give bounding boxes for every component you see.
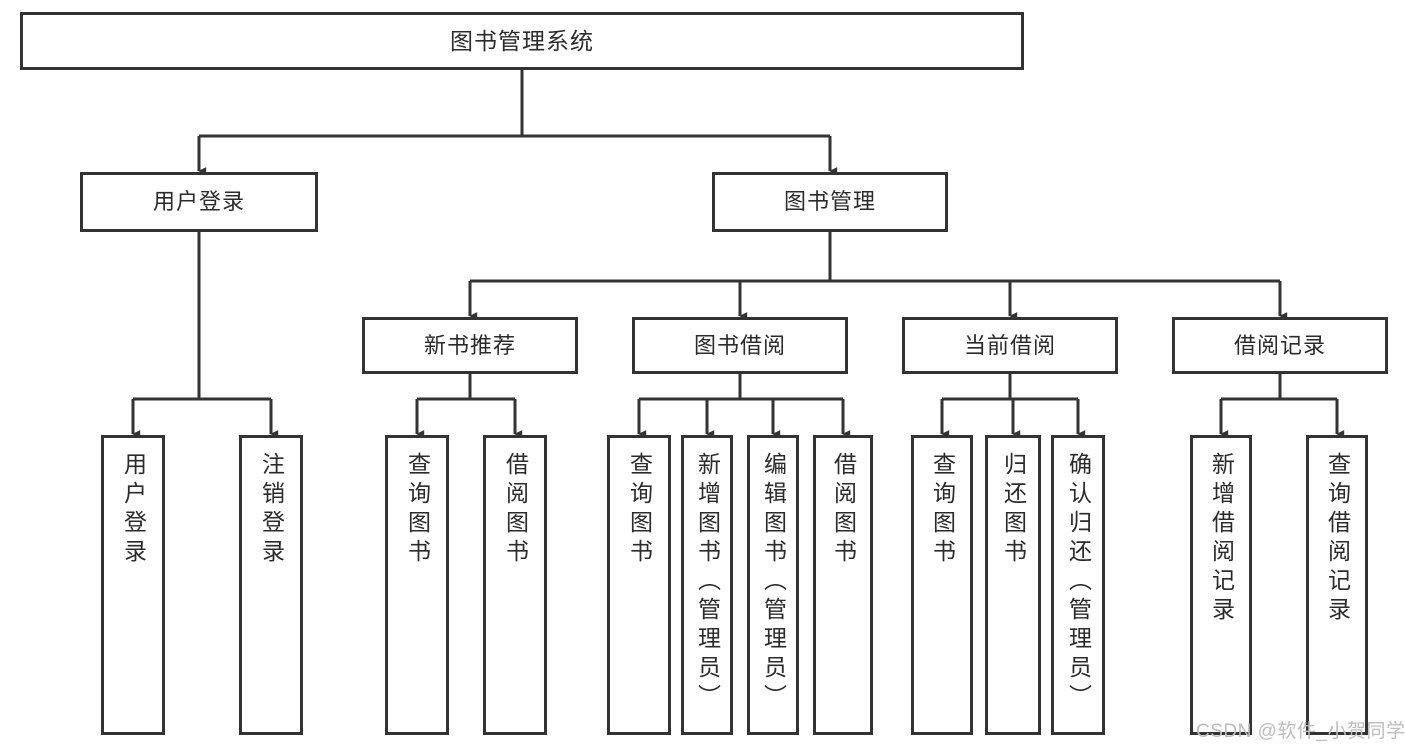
leaf-user-login-label: 用户登录 [120, 452, 147, 568]
leaf-add-record-label: 新增借阅记录 [1208, 452, 1235, 626]
node-root-label: 图书管理系统 [450, 27, 594, 54]
node-book-manage-label: 图书管理 [783, 189, 876, 215]
leaf-query-record-label: 查询借阅记录 [1324, 452, 1351, 626]
node-new-book-recommend-label: 新书推荐 [423, 332, 516, 358]
node-user-login[interactable]: 用户登录 [80, 172, 318, 232]
leaf-borrow-book-1[interactable]: 借阅图书 [483, 435, 547, 735]
leaf-query-book-1-label: 查询图书 [404, 452, 431, 568]
leaf-edit-book-label: 编辑图书（管理员） [760, 452, 787, 713]
leaf-query-book-3[interactable]: 查询图书 [911, 435, 973, 735]
leaf-query-book-2-label: 查询图书 [626, 452, 653, 568]
leaf-user-login[interactable]: 用户登录 [101, 435, 165, 735]
leaf-add-record[interactable]: 新增借阅记录 [1190, 435, 1252, 735]
node-new-book-recommend[interactable]: 新书推荐 [362, 317, 578, 374]
node-user-login-label: 用户登录 [152, 189, 245, 215]
node-current-borrow[interactable]: 当前借阅 [902, 317, 1118, 374]
leaf-return-book-label: 归还图书 [1000, 452, 1027, 568]
leaf-borrow-book-2-label: 借阅图书 [830, 452, 857, 568]
leaf-add-book[interactable]: 新增图书（管理员） [681, 435, 733, 735]
node-book-borrow[interactable]: 图书借阅 [632, 317, 848, 374]
node-book-borrow-label: 图书借阅 [693, 332, 786, 358]
csdn-watermark: CSDN @软件_小贺同学 [1196, 721, 1405, 742]
leaf-query-record[interactable]: 查询借阅记录 [1306, 435, 1368, 735]
leaf-add-book-label: 新增图书（管理员） [694, 452, 721, 713]
leaf-confirm-return-label: 确认归还（管理员） [1065, 452, 1092, 713]
leaf-return-book[interactable]: 归还图书 [985, 435, 1041, 735]
leaf-query-book-2[interactable]: 查询图书 [607, 435, 671, 735]
node-root[interactable]: 图书管理系统 [20, 12, 1024, 70]
leaf-borrow-book-1-label: 借阅图书 [502, 452, 529, 568]
leaf-confirm-return[interactable]: 确认归还（管理员） [1051, 435, 1105, 735]
leaf-query-book-1[interactable]: 查询图书 [385, 435, 449, 735]
node-borrow-record-label: 借阅记录 [1233, 332, 1326, 358]
leaf-logout[interactable]: 注销登录 [239, 435, 303, 735]
node-borrow-record[interactable]: 借阅记录 [1172, 317, 1388, 374]
node-current-borrow-label: 当前借阅 [963, 332, 1056, 358]
leaf-edit-book[interactable]: 编辑图书（管理员） [747, 435, 799, 735]
leaf-logout-label: 注销登录 [258, 452, 285, 568]
leaf-borrow-book-2[interactable]: 借阅图书 [813, 435, 873, 735]
leaf-query-book-3-label: 查询图书 [929, 452, 956, 568]
node-book-manage[interactable]: 图书管理 [712, 172, 948, 232]
